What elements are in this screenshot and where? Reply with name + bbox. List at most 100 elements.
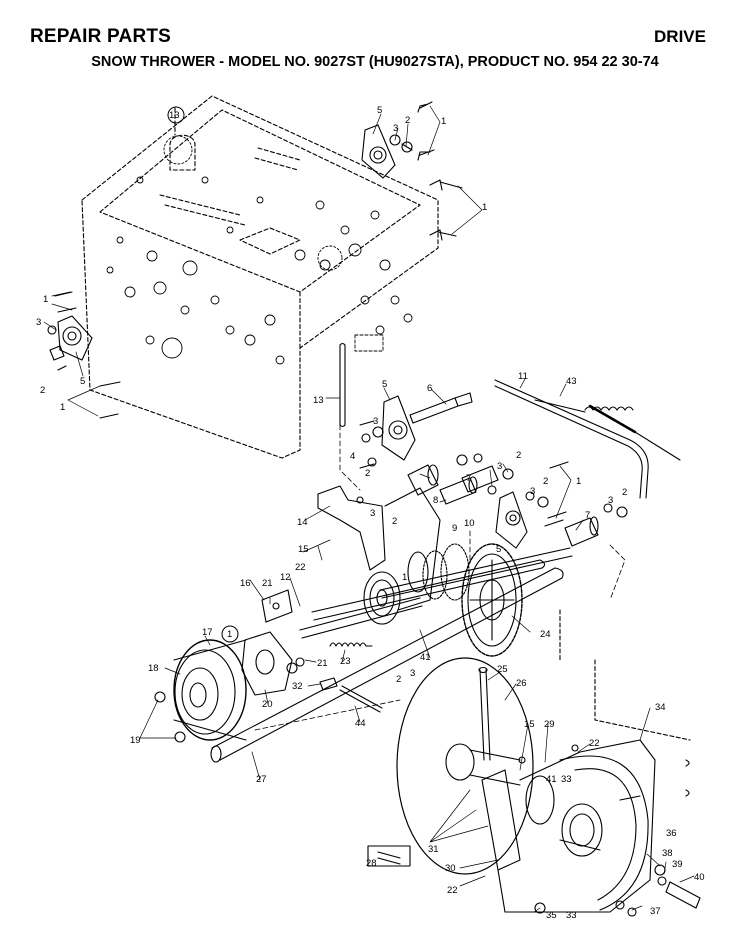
callout-19: 19 — [130, 735, 141, 746]
callout-31: 31 — [428, 844, 439, 855]
callout-13: 13 — [169, 110, 180, 121]
callout-3: 3 — [608, 495, 613, 506]
callout-32: 32 — [292, 681, 303, 692]
callout-1: 1 — [60, 402, 65, 413]
callout-3: 3 — [410, 668, 415, 679]
callout-2: 2 — [396, 674, 401, 685]
callout-12: 12 — [280, 572, 291, 583]
callout-3: 3 — [393, 123, 398, 134]
callout-2: 2 — [543, 476, 548, 487]
callout-1: 1 — [482, 202, 487, 213]
callout-37: 37 — [650, 906, 661, 917]
callout-25: 25 — [497, 664, 508, 675]
callout-38: 38 — [662, 848, 673, 859]
callout-2: 2 — [405, 115, 410, 126]
callout-36: 36 — [666, 828, 677, 839]
middle-bearing — [359, 392, 473, 469]
callout-41: 41 — [546, 774, 557, 785]
upper-right-bearing — [361, 101, 463, 241]
callout-40: 40 — [694, 872, 705, 883]
shaft-13 — [339, 342, 346, 428]
frame-housing — [81, 95, 439, 459]
callout-22: 22 — [447, 885, 458, 896]
callout-33: 33 — [566, 910, 577, 921]
disc-26 — [396, 657, 534, 875]
callout-3: 3 — [530, 486, 535, 497]
callout-41: 41 — [420, 652, 431, 663]
callout-6: 6 — [427, 383, 432, 394]
callout-5: 5 — [80, 376, 85, 387]
callout-13: 13 — [313, 395, 324, 406]
callout-16: 16 — [240, 578, 251, 589]
callout-29: 29 — [544, 719, 555, 730]
callout-33: 33 — [561, 774, 572, 785]
category-title: DRIVE — [654, 27, 706, 46]
callout-9: 9 — [452, 523, 457, 534]
nuts-19 — [154, 691, 186, 743]
callout-39: 39 — [672, 859, 683, 870]
bearing-15 — [363, 571, 401, 625]
callout-23: 23 — [340, 656, 351, 667]
callout-7: 7 — [466, 473, 471, 484]
callout-30: 30 — [445, 863, 456, 874]
plate-16 — [261, 589, 293, 623]
callout-2: 2 — [392, 516, 397, 527]
callout-7: 7 — [585, 510, 590, 521]
drive-shaft — [299, 547, 573, 639]
callout-4: 4 — [350, 451, 355, 462]
callout-35: 35 — [546, 910, 557, 921]
section-title: REPAIR PARTS — [30, 26, 172, 47]
callout-20: 20 — [262, 699, 273, 710]
callout-24: 24 — [540, 629, 551, 640]
callout-18: 18 — [148, 663, 159, 674]
lower-assembly — [445, 739, 701, 917]
callout-3: 3 — [370, 508, 375, 519]
callout-2: 2 — [516, 450, 521, 461]
shift-rods — [494, 379, 681, 499]
callout-5: 5 — [377, 105, 382, 116]
callout-44: 44 — [355, 718, 366, 729]
axle-27 — [210, 567, 564, 763]
callout-5: 5 — [496, 544, 501, 555]
callout-5: 5 — [382, 379, 387, 390]
callout-10: 10 — [464, 518, 475, 529]
callout-43: 43 — [566, 376, 577, 387]
model-subtitle: SNOW THROWER - MODEL NO. 9027ST (HU9027S… — [91, 54, 659, 70]
pin-44 — [339, 685, 383, 713]
callout-1: 1 — [43, 294, 48, 305]
callout-3: 3 — [373, 416, 378, 427]
callout-15: 15 — [298, 544, 309, 555]
callout-3: 3 — [497, 461, 502, 472]
callout-2: 2 — [40, 385, 45, 396]
callout-11: 11 — [518, 371, 528, 382]
callout-2: 2 — [365, 468, 370, 479]
callout-21: 21 — [262, 578, 273, 589]
callout-34: 34 — [655, 702, 666, 713]
lower-housing-34 — [559, 609, 691, 741]
left-bearing — [47, 291, 121, 419]
callout-1: 1 — [227, 629, 232, 640]
callout-8: 8 — [433, 495, 438, 506]
callout-labels: 5 2 3 1 13 1 1 3 2 5 1 13 5 6 11 43 3 4 … — [36, 105, 705, 921]
callout-22: 22 — [295, 562, 306, 573]
callout-3: 3 — [36, 317, 41, 328]
spacers — [407, 453, 628, 547]
callout-17: 17 — [202, 627, 213, 638]
callout-28: 28 — [366, 858, 377, 869]
pulley-17 — [173, 639, 247, 741]
leader-lines — [43, 105, 695, 913]
callout-15: 15 — [524, 719, 535, 730]
callout-1: 1 — [576, 476, 581, 487]
callout-27: 27 — [256, 774, 267, 785]
callout-26: 26 — [516, 678, 527, 689]
right-small-bearing — [495, 491, 528, 549]
frame-holes — [106, 135, 413, 365]
callout-22: 22 — [589, 738, 600, 749]
callout-14: 14 — [297, 517, 308, 528]
key-28 — [367, 845, 411, 867]
callout-2: 1 — [402, 572, 407, 583]
callout-1: 1 — [441, 116, 446, 127]
routing-lines — [254, 424, 626, 731]
callout-21: 21 — [317, 658, 328, 669]
